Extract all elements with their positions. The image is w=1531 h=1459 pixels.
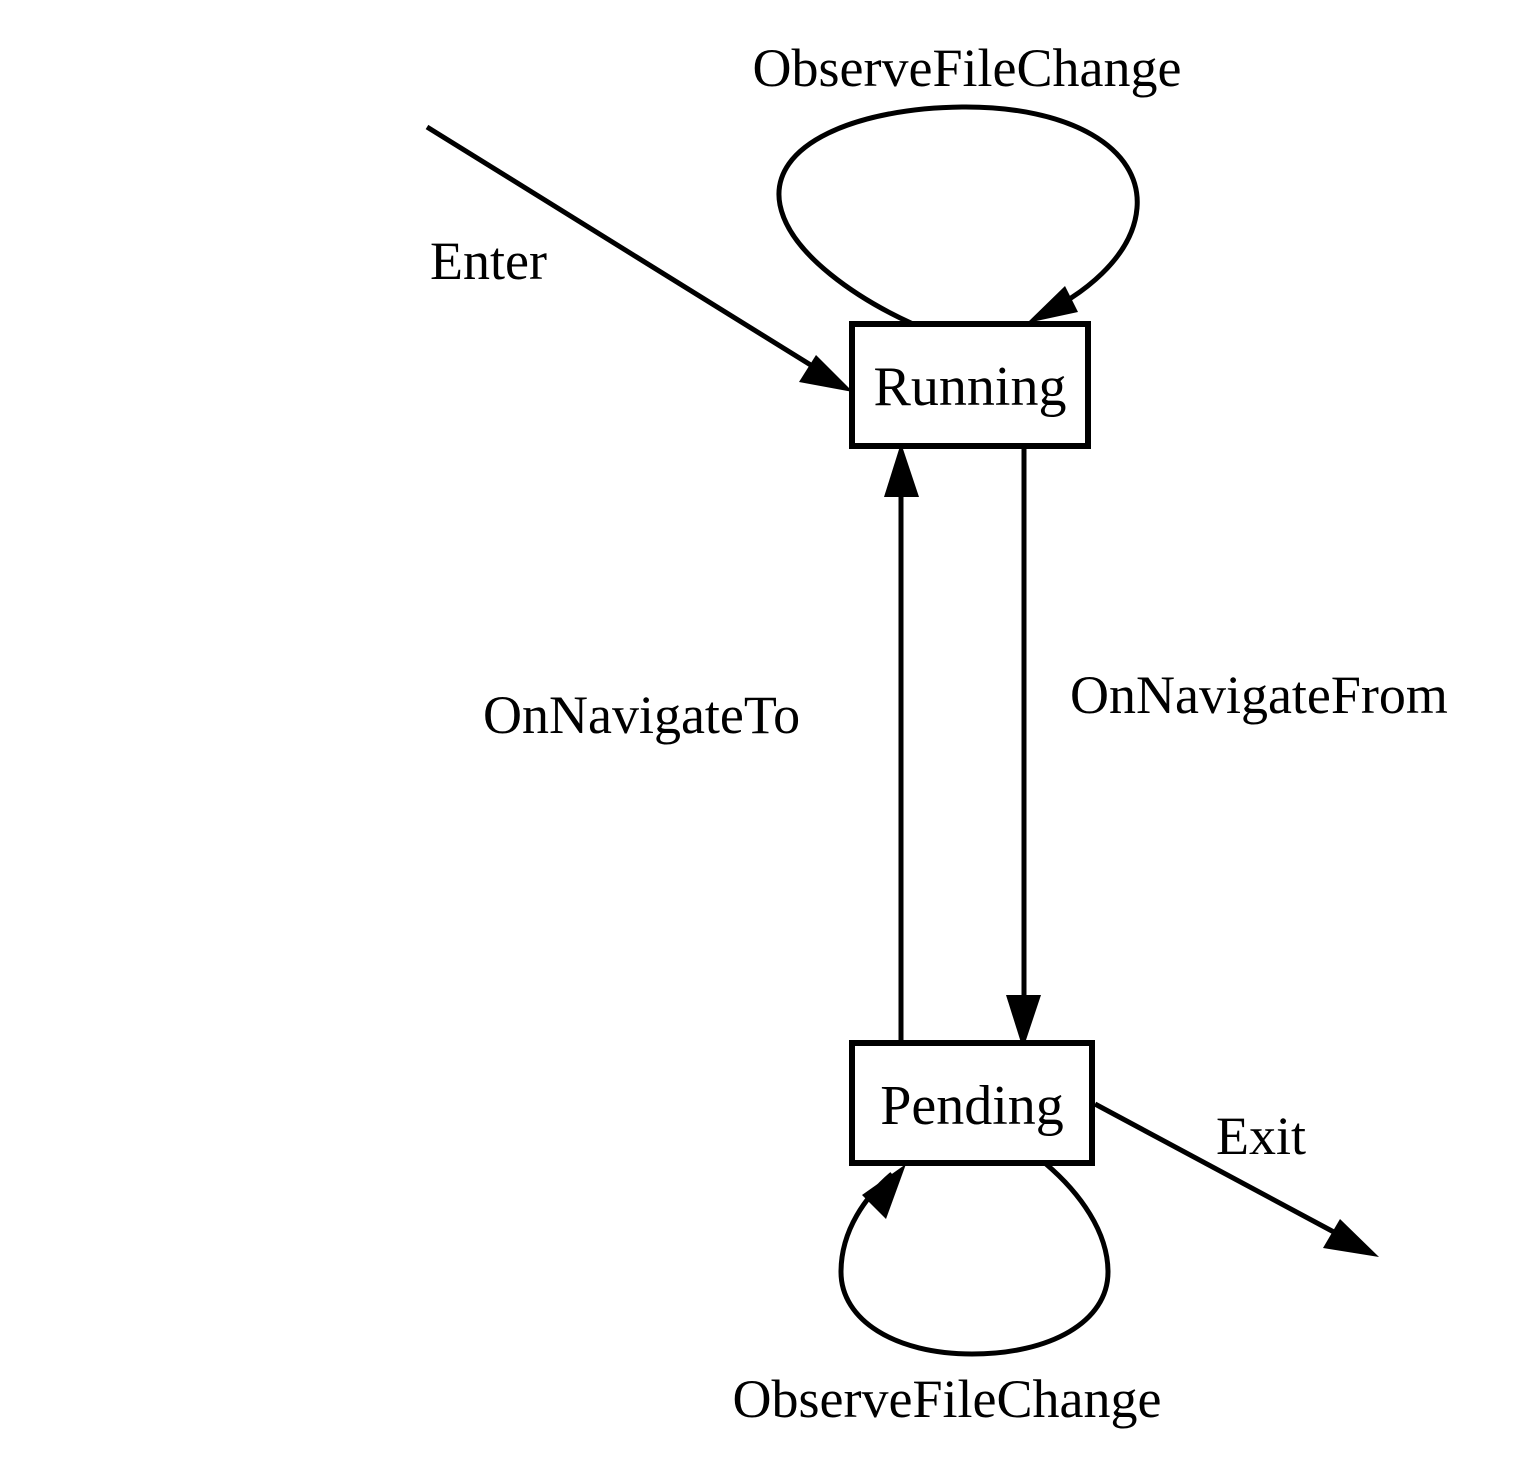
pending-state-box [849, 1040, 1095, 1166]
enter-label: Enter [430, 231, 547, 291]
running-self-loop-arrow-head [1027, 286, 1078, 323]
on-navigate-from-label: OnNavigateFrom [1070, 665, 1448, 725]
on-navigate-to-label: OnNavigateTo [483, 685, 800, 745]
pending-self-loop-curve [838, 1162, 1111, 1357]
running-state-box [849, 321, 1091, 449]
on-navigate-from-arrow-head [1006, 995, 1041, 1049]
observe-file-change-top-label: ObserveFileChange [753, 38, 1182, 98]
exit-edge-line [1093, 1101, 1347, 1241]
state-node-pending[interactable]: Pending [849, 1040, 1095, 1166]
exit-label: Exit [1216, 1106, 1306, 1166]
running-state-label: Running [874, 356, 1067, 418]
exit-arrow-head [1323, 1219, 1379, 1257]
edge-exit[interactable] [1093, 1101, 1379, 1257]
pending-state-label: Pending [880, 1075, 1064, 1137]
edge-pending-self-loop[interactable] [838, 1162, 1111, 1357]
edge-enter[interactable] [425, 124, 853, 392]
pending-self-loop-arrow-head [862, 1164, 906, 1219]
enter-edge-line [425, 124, 824, 375]
state-node-running[interactable]: Running [849, 321, 1091, 449]
edge-on-navigate-to[interactable] [884, 443, 919, 1044]
edge-on-navigate-from[interactable] [1006, 446, 1041, 1049]
enter-arrow-head [799, 355, 853, 392]
edge-running-self-loop[interactable] [776, 104, 1140, 327]
on-navigate-to-arrow-head [884, 443, 919, 497]
running-self-loop-curve [776, 104, 1140, 327]
observe-file-change-bottom-label: ObserveFileChange [733, 1369, 1162, 1429]
